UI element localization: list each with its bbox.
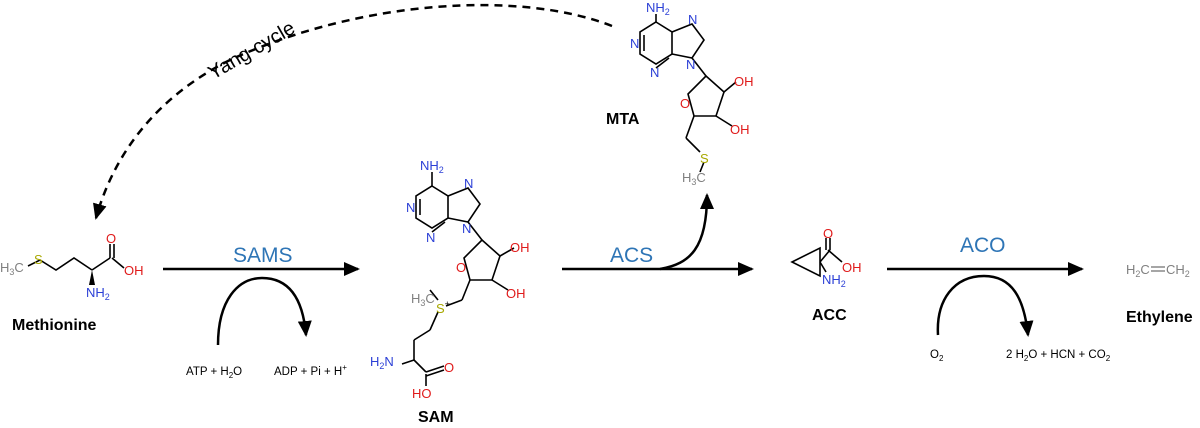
mta-n9: N xyxy=(686,57,695,72)
sams-enzyme-label: SAMS xyxy=(233,244,293,267)
mta-sulfur: S xyxy=(700,151,709,166)
mta-label: MTA xyxy=(606,111,640,128)
yang-cycle-label: Yang cycle xyxy=(205,17,299,84)
acc-amine: NH2 xyxy=(822,272,846,289)
sam-n7: N xyxy=(464,176,473,191)
sams-input: ATP + H2O xyxy=(186,366,242,380)
mta-ring-o: O xyxy=(680,96,690,111)
ethylene-label: Ethylene xyxy=(1126,309,1193,326)
ethylene-formula-left: H2C xyxy=(1126,262,1150,279)
sam-ring-o: O xyxy=(456,260,466,275)
mta-oh-2: OH xyxy=(730,122,750,137)
aco-enzyme-label: ACO xyxy=(960,234,1006,257)
acs-enzyme-label: ACS xyxy=(610,244,653,267)
sam-h3c: H3C xyxy=(411,291,435,308)
mta-molecule: NH2 N N N N O OH OH S H3C xyxy=(630,0,754,187)
acc-hydroxyl: OH xyxy=(842,260,862,275)
aco-side-arrow xyxy=(936,274,1034,337)
mta-n7: N xyxy=(688,12,697,27)
mta-amine-top: NH2 xyxy=(646,0,670,17)
sam-oh-2: OH xyxy=(506,286,526,301)
sam-carbonyl-o: O xyxy=(444,360,454,375)
methionine-h3c: H3C xyxy=(0,260,24,277)
sam-oh-1: OH xyxy=(510,240,530,255)
methionine-hydroxyl: OH xyxy=(124,263,144,278)
sam-n3: N xyxy=(426,230,435,245)
mta-n3: N xyxy=(650,65,659,80)
sam-label: SAM xyxy=(418,409,454,426)
mta-oh-1: OH xyxy=(734,74,754,89)
ethylene-formula-right: CH2 xyxy=(1166,262,1190,279)
acc-carbonyl-o: O xyxy=(823,226,833,241)
sam-amine-top: NH2 xyxy=(420,158,444,175)
sam-sulfonium: S+ xyxy=(436,299,450,316)
sam-n9: N xyxy=(462,221,471,236)
sam-ho: HO xyxy=(412,386,432,401)
sam-molecule: NH2 N N N N O OH OH H3C S+ H2N O HO xyxy=(370,158,530,401)
acc-molecule: O OH NH2 xyxy=(790,226,862,289)
ethylene-molecule: H2C CH2 xyxy=(1126,262,1190,279)
methionine-carbonyl-o: O xyxy=(106,231,116,246)
aco-output: 2 H2O + HCN + CO2 xyxy=(1006,349,1111,363)
sams-output: ADP + Pi + H+ xyxy=(274,363,347,378)
acs-side-arrow xyxy=(659,193,714,271)
aco-input: O2 xyxy=(930,349,944,363)
sams-side-arrow xyxy=(216,276,312,346)
sam-h2n: H2N xyxy=(370,354,394,371)
methionine-label: Methionine xyxy=(12,317,97,334)
methionine-molecule: H3C S O OH NH2 xyxy=(0,231,144,302)
methionine-sulfur: S xyxy=(34,252,43,267)
mta-h3c: H3C xyxy=(682,170,706,187)
yang-cycle-arrow xyxy=(93,3,613,220)
mta-n1: N xyxy=(630,36,639,51)
sam-n1: N xyxy=(406,200,415,215)
methionine-amine: NH2 xyxy=(86,285,110,302)
acc-label: ACC xyxy=(812,307,847,324)
